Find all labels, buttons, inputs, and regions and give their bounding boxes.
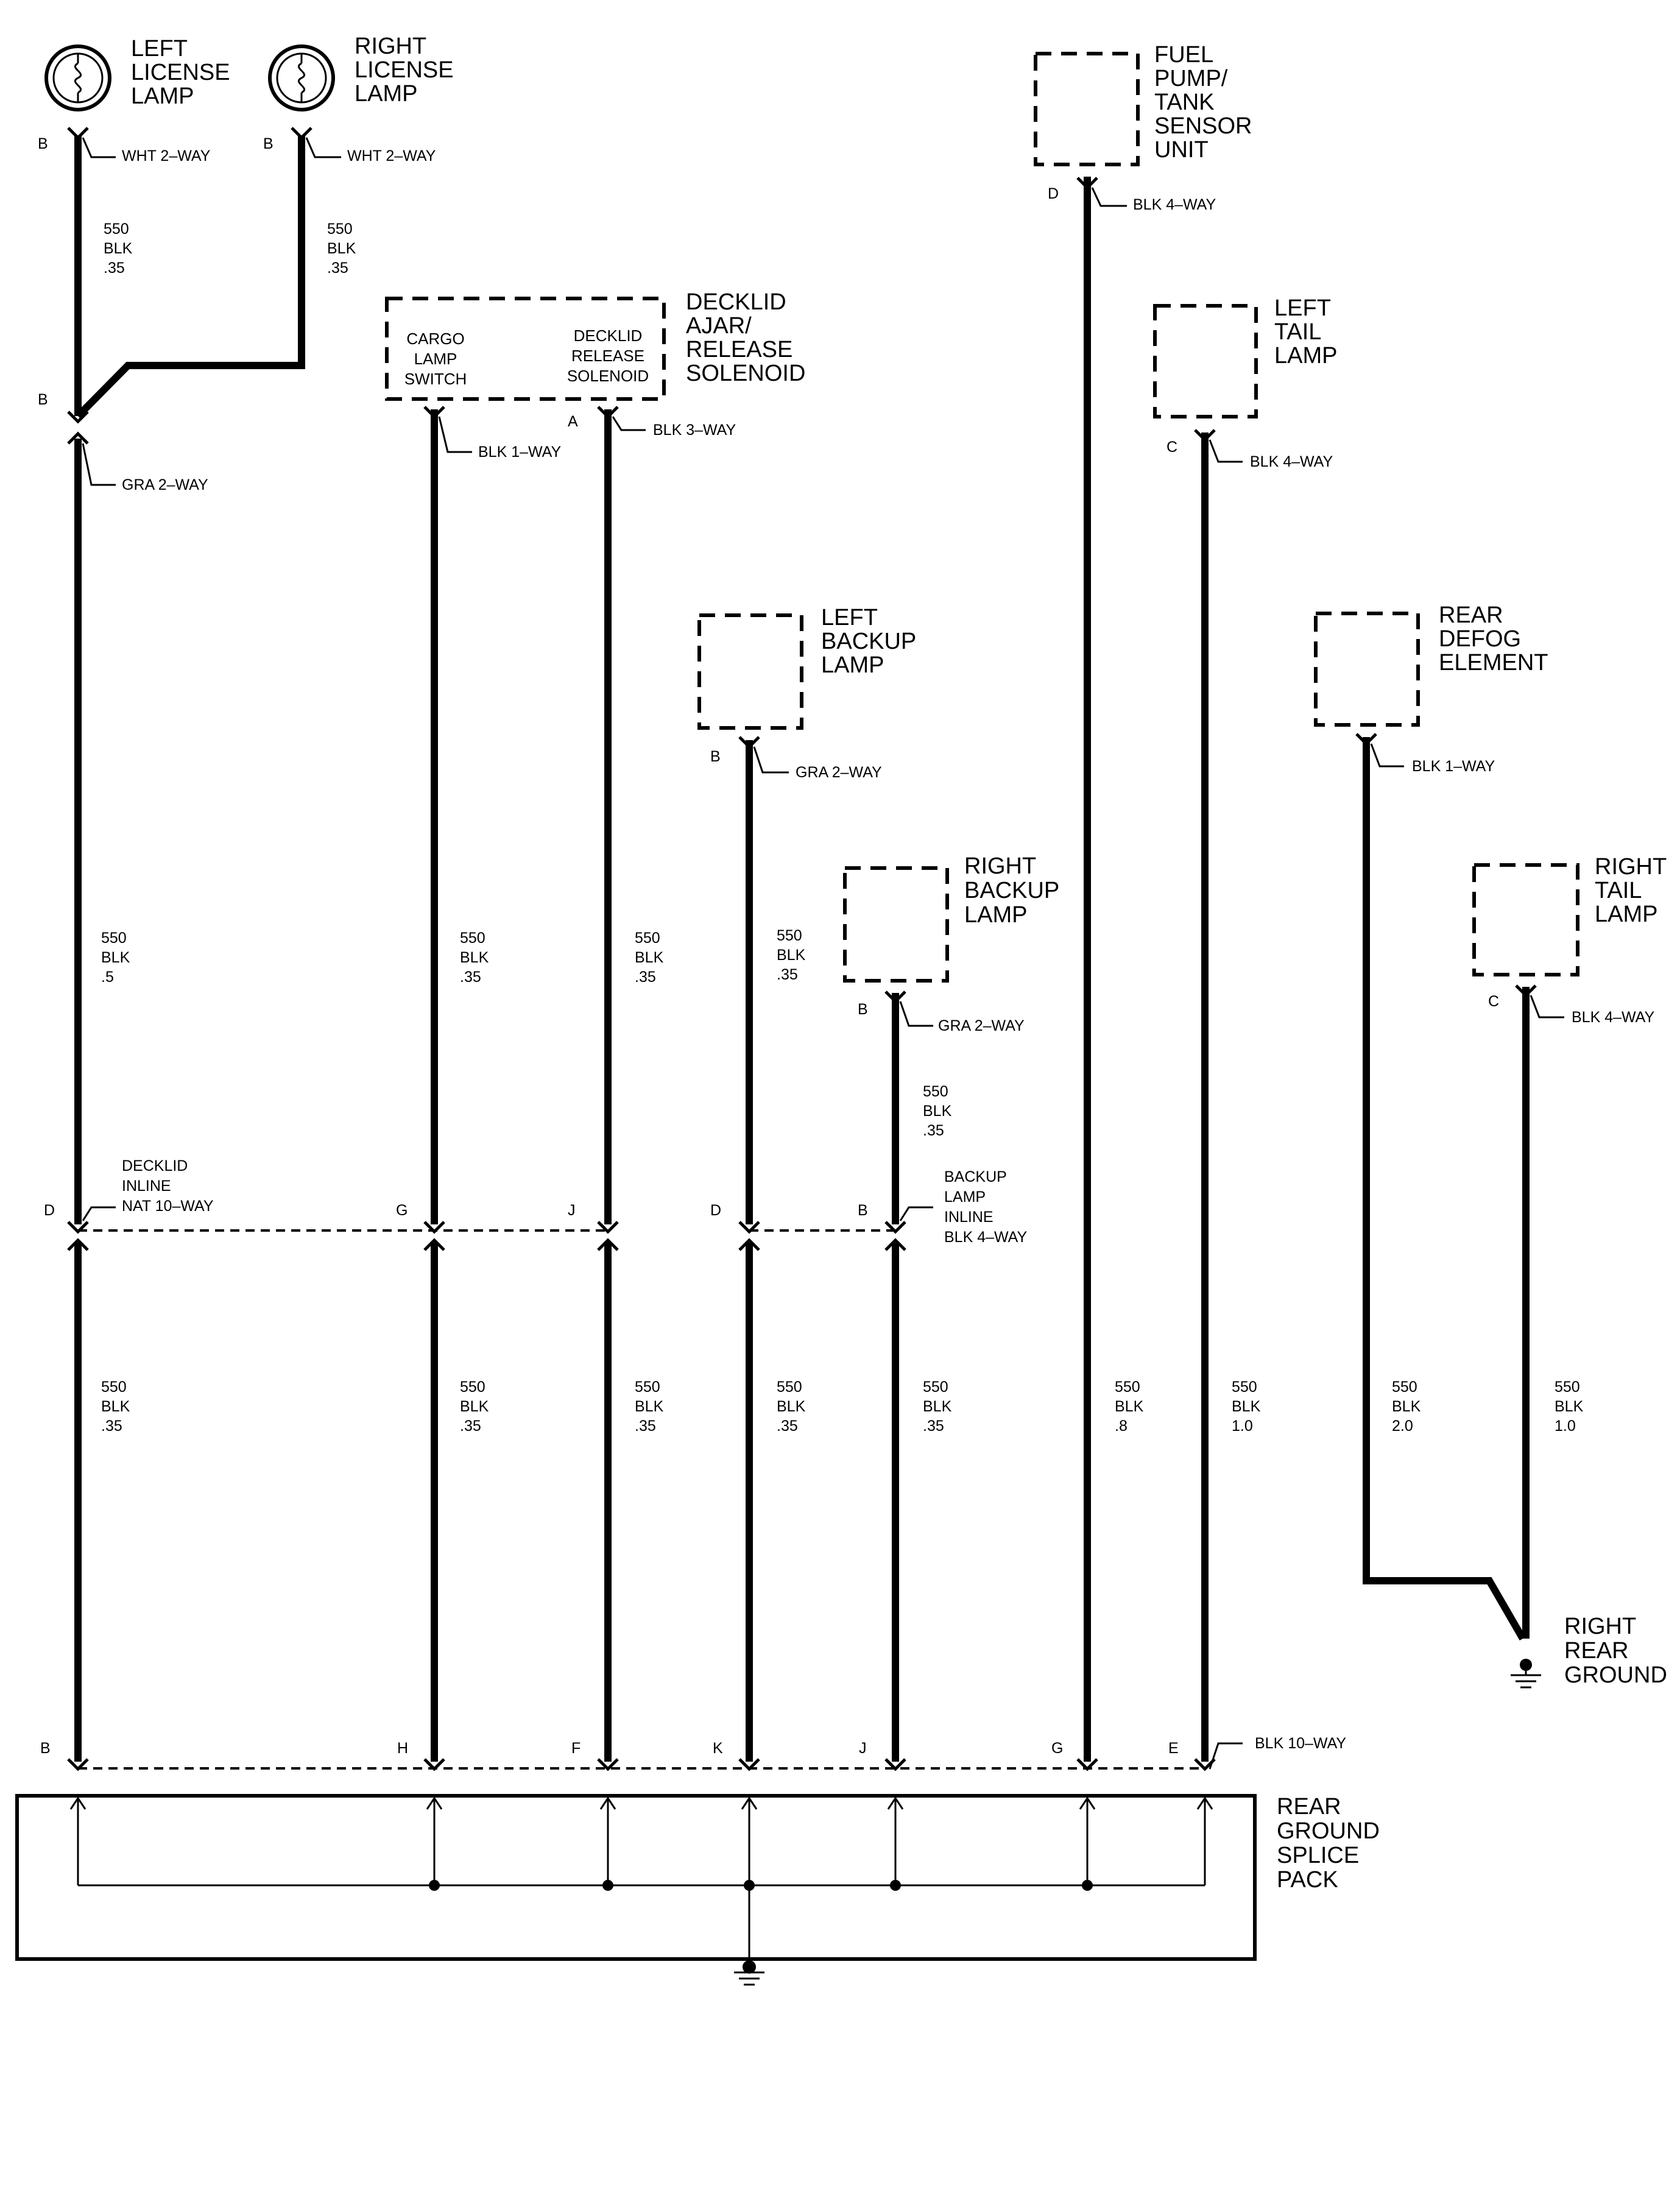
- svg-text:G: G: [396, 1202, 408, 1219]
- svg-text:WHT 2–WAY: WHT 2–WAY: [347, 147, 436, 164]
- svg-text:H: H: [397, 1740, 408, 1757]
- svg-text:K: K: [713, 1740, 723, 1757]
- svg-text:C: C: [1166, 439, 1177, 456]
- ground-icon: [1511, 1665, 1541, 1689]
- svg-text:B: B: [858, 1202, 868, 1219]
- wire-right-license: [75, 135, 305, 419]
- svg-text:J: J: [859, 1740, 867, 1757]
- svg-text:B: B: [38, 135, 48, 152]
- svg-text:D: D: [710, 1202, 721, 1219]
- svg-text:C: C: [1488, 993, 1499, 1010]
- svg-text:D: D: [1048, 185, 1059, 202]
- svg-text:B: B: [263, 135, 274, 152]
- svg-text:BLK 1–WAY: BLK 1–WAY: [1412, 758, 1495, 775]
- svg-text:BLK 4–WAY: BLK 4–WAY: [1572, 1009, 1654, 1026]
- svg-text:D: D: [44, 1202, 55, 1219]
- svg-text:BLK 3–WAY: BLK 3–WAY: [653, 422, 736, 439]
- bulb-icon: [297, 54, 306, 102]
- svg-text:E: E: [1168, 1740, 1179, 1757]
- svg-text:WHT 2–WAY: WHT 2–WAY: [122, 147, 211, 164]
- bulb-icon: [74, 54, 82, 102]
- svg-text:B: B: [40, 1740, 51, 1757]
- svg-text:B: B: [858, 1001, 868, 1018]
- wire-rear-defog: [1363, 737, 1526, 1641]
- ground-icon: [734, 1971, 764, 1986]
- svg-text:J: J: [568, 1202, 576, 1219]
- svg-text:F: F: [571, 1740, 581, 1757]
- connector-labels: WHT 2–WAY WHT 2–WAY BLK 4–WAY BLK 4–WAY …: [122, 147, 1654, 1752]
- svg-text:BLK 4–WAY: BLK 4–WAY: [1250, 453, 1333, 470]
- svg-text:B: B: [38, 391, 48, 408]
- svg-text:GRA 2–WAY: GRA 2–WAY: [938, 1017, 1025, 1034]
- pin-letters: B B D B A C B B C D G J D B B H F K J G …: [38, 135, 1499, 1757]
- svg-text:GRA 2–WAY: GRA 2–WAY: [122, 476, 208, 493]
- svg-text:B: B: [710, 748, 721, 765]
- svg-text:BLK 4–WAY: BLK 4–WAY: [1133, 196, 1216, 213]
- svg-text:GRA 2–WAY: GRA 2–WAY: [796, 764, 882, 781]
- leader-lines: [82, 137, 1564, 1770]
- svg-text:A: A: [568, 413, 578, 430]
- svg-text:BLK 10–WAY: BLK 10–WAY: [1255, 1735, 1346, 1752]
- wires: [74, 135, 1530, 1762]
- svg-text:BLK 1–WAY: BLK 1–WAY: [478, 443, 561, 461]
- svg-text:G: G: [1051, 1740, 1063, 1757]
- connector-bodies: [78, 1229, 1205, 1770]
